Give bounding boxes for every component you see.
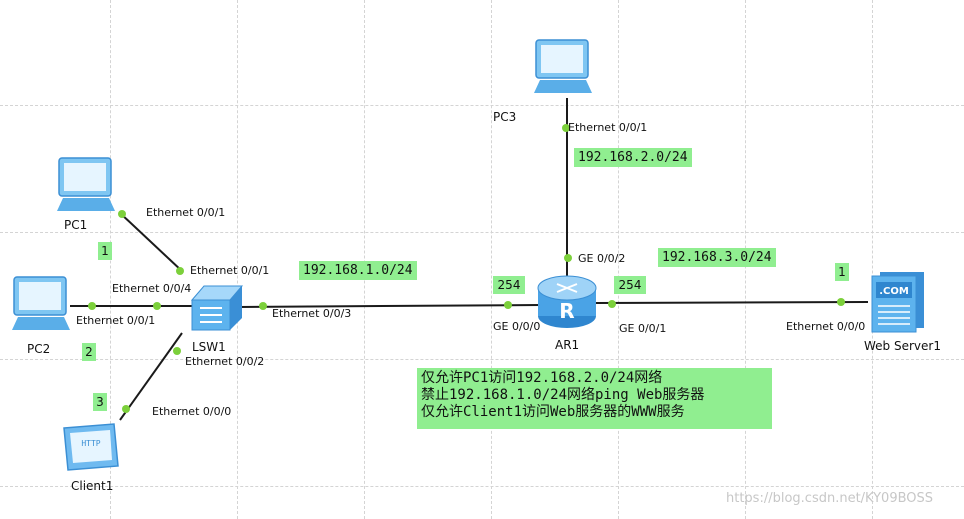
requirements-note: 仅允许PC1访问192.168.2.0/24网络 禁止192.168.1.0/2… bbox=[417, 368, 772, 429]
port-dot bbox=[122, 405, 130, 413]
pc2-device[interactable] bbox=[8, 275, 74, 339]
grid-line bbox=[0, 105, 964, 106]
server-port-label: Ethernet 0/0/0 bbox=[786, 320, 866, 333]
ar1-port-ge002-label: GE 0/0/2 bbox=[578, 252, 626, 265]
router-icon: R bbox=[537, 275, 597, 328]
address-tag-ge000: 254 bbox=[493, 276, 525, 294]
web-server1-label: Web Server1 bbox=[864, 339, 941, 353]
grid-line bbox=[872, 0, 873, 519]
host-tag-client1: 3 bbox=[93, 393, 107, 411]
pc-icon bbox=[12, 276, 70, 330]
grid-line bbox=[0, 486, 964, 487]
client-icon: HTTP bbox=[63, 423, 119, 471]
network-tag-192-168-2: 192.168.2.0/24 bbox=[574, 148, 692, 167]
client1-device[interactable]: HTTP bbox=[60, 420, 122, 476]
port-dot bbox=[176, 267, 184, 275]
watermark: https://blog.csdn.net/KY09BOSS bbox=[726, 491, 934, 506]
grid-line bbox=[491, 0, 492, 519]
requirement-line: 仅允许PC1访问192.168.2.0/24网络 bbox=[421, 370, 663, 386]
pc1-label: PC1 bbox=[64, 218, 88, 232]
pc-icon bbox=[534, 39, 592, 93]
host-tag-server: 1 bbox=[835, 263, 849, 281]
pc1-device[interactable] bbox=[53, 156, 119, 220]
host-tag-pc2: 2 bbox=[82, 343, 96, 361]
port-dot bbox=[173, 347, 181, 355]
port-dot bbox=[88, 302, 96, 310]
link-client1-lsw1 bbox=[119, 332, 183, 421]
switch-icon bbox=[190, 285, 244, 331]
server-icon: .COM bbox=[871, 272, 924, 333]
ar1-port-ge001-label: GE 0/0/1 bbox=[619, 322, 667, 335]
pc2-label: PC2 bbox=[27, 342, 51, 356]
grid-line bbox=[0, 359, 964, 360]
ar1-device[interactable]: R bbox=[536, 272, 598, 334]
grid-line bbox=[237, 0, 238, 519]
port-dot bbox=[118, 210, 126, 218]
pc3-device[interactable] bbox=[530, 38, 596, 102]
port-dot bbox=[562, 124, 570, 132]
host-tag-pc1: 1 bbox=[98, 242, 112, 260]
grid-line bbox=[0, 232, 964, 233]
ar1-port-ge000-label: GE 0/0/0 bbox=[493, 320, 541, 333]
client1-label: Client1 bbox=[71, 479, 114, 493]
port-dot bbox=[259, 302, 267, 310]
pc1-port-label: Ethernet 0/0/1 bbox=[146, 206, 226, 219]
pc3-label: PC3 bbox=[493, 110, 517, 124]
port-dot bbox=[837, 298, 845, 306]
port-dot bbox=[504, 301, 512, 309]
port-dot bbox=[153, 302, 161, 310]
requirement-line: 禁止192.168.1.0/24网络ping Web服务器 bbox=[421, 387, 705, 403]
lsw1-port-ar1-label: Ethernet 0/0/3 bbox=[272, 307, 352, 320]
address-tag-ge001: 254 bbox=[614, 276, 646, 294]
pc-icon bbox=[57, 157, 115, 211]
client-icon-text: HTTP bbox=[81, 439, 100, 448]
link-pc1-lsw1 bbox=[119, 212, 184, 273]
pc2-port-label: Ethernet 0/0/1 bbox=[76, 314, 156, 327]
client1-port-label: Ethernet 0/0/0 bbox=[152, 405, 232, 418]
lsw1-port-pc1-label: Ethernet 0/0/1 bbox=[190, 264, 270, 277]
lsw1-port-pc2-label: Ethernet 0/0/4 bbox=[112, 282, 192, 295]
lsw1-device[interactable] bbox=[188, 282, 244, 338]
lsw1-port-client1-label: Ethernet 0/0/2 bbox=[185, 355, 265, 368]
network-tag-192-168-3: 192.168.3.0/24 bbox=[658, 248, 776, 267]
grid-line bbox=[364, 0, 365, 519]
port-dot bbox=[564, 254, 572, 262]
network-tag-192-168-1: 192.168.1.0/24 bbox=[299, 261, 417, 280]
router-icon-text: R bbox=[559, 299, 574, 323]
port-dot bbox=[608, 300, 616, 308]
requirement-line: 仅允许Client1访问Web服务器的WWW服务 bbox=[421, 404, 685, 420]
link-lsw1-ar1 bbox=[237, 304, 541, 308]
link-ar1-server bbox=[595, 301, 869, 304]
web-server1-device[interactable]: .COM bbox=[870, 270, 926, 338]
lsw1-label: LSW1 bbox=[192, 340, 226, 354]
server-icon-text: .COM bbox=[879, 286, 909, 297]
grid-line bbox=[618, 0, 619, 519]
pc3-port-label: Ethernet 0/0/1 bbox=[568, 121, 648, 134]
ar1-label: AR1 bbox=[555, 338, 580, 352]
